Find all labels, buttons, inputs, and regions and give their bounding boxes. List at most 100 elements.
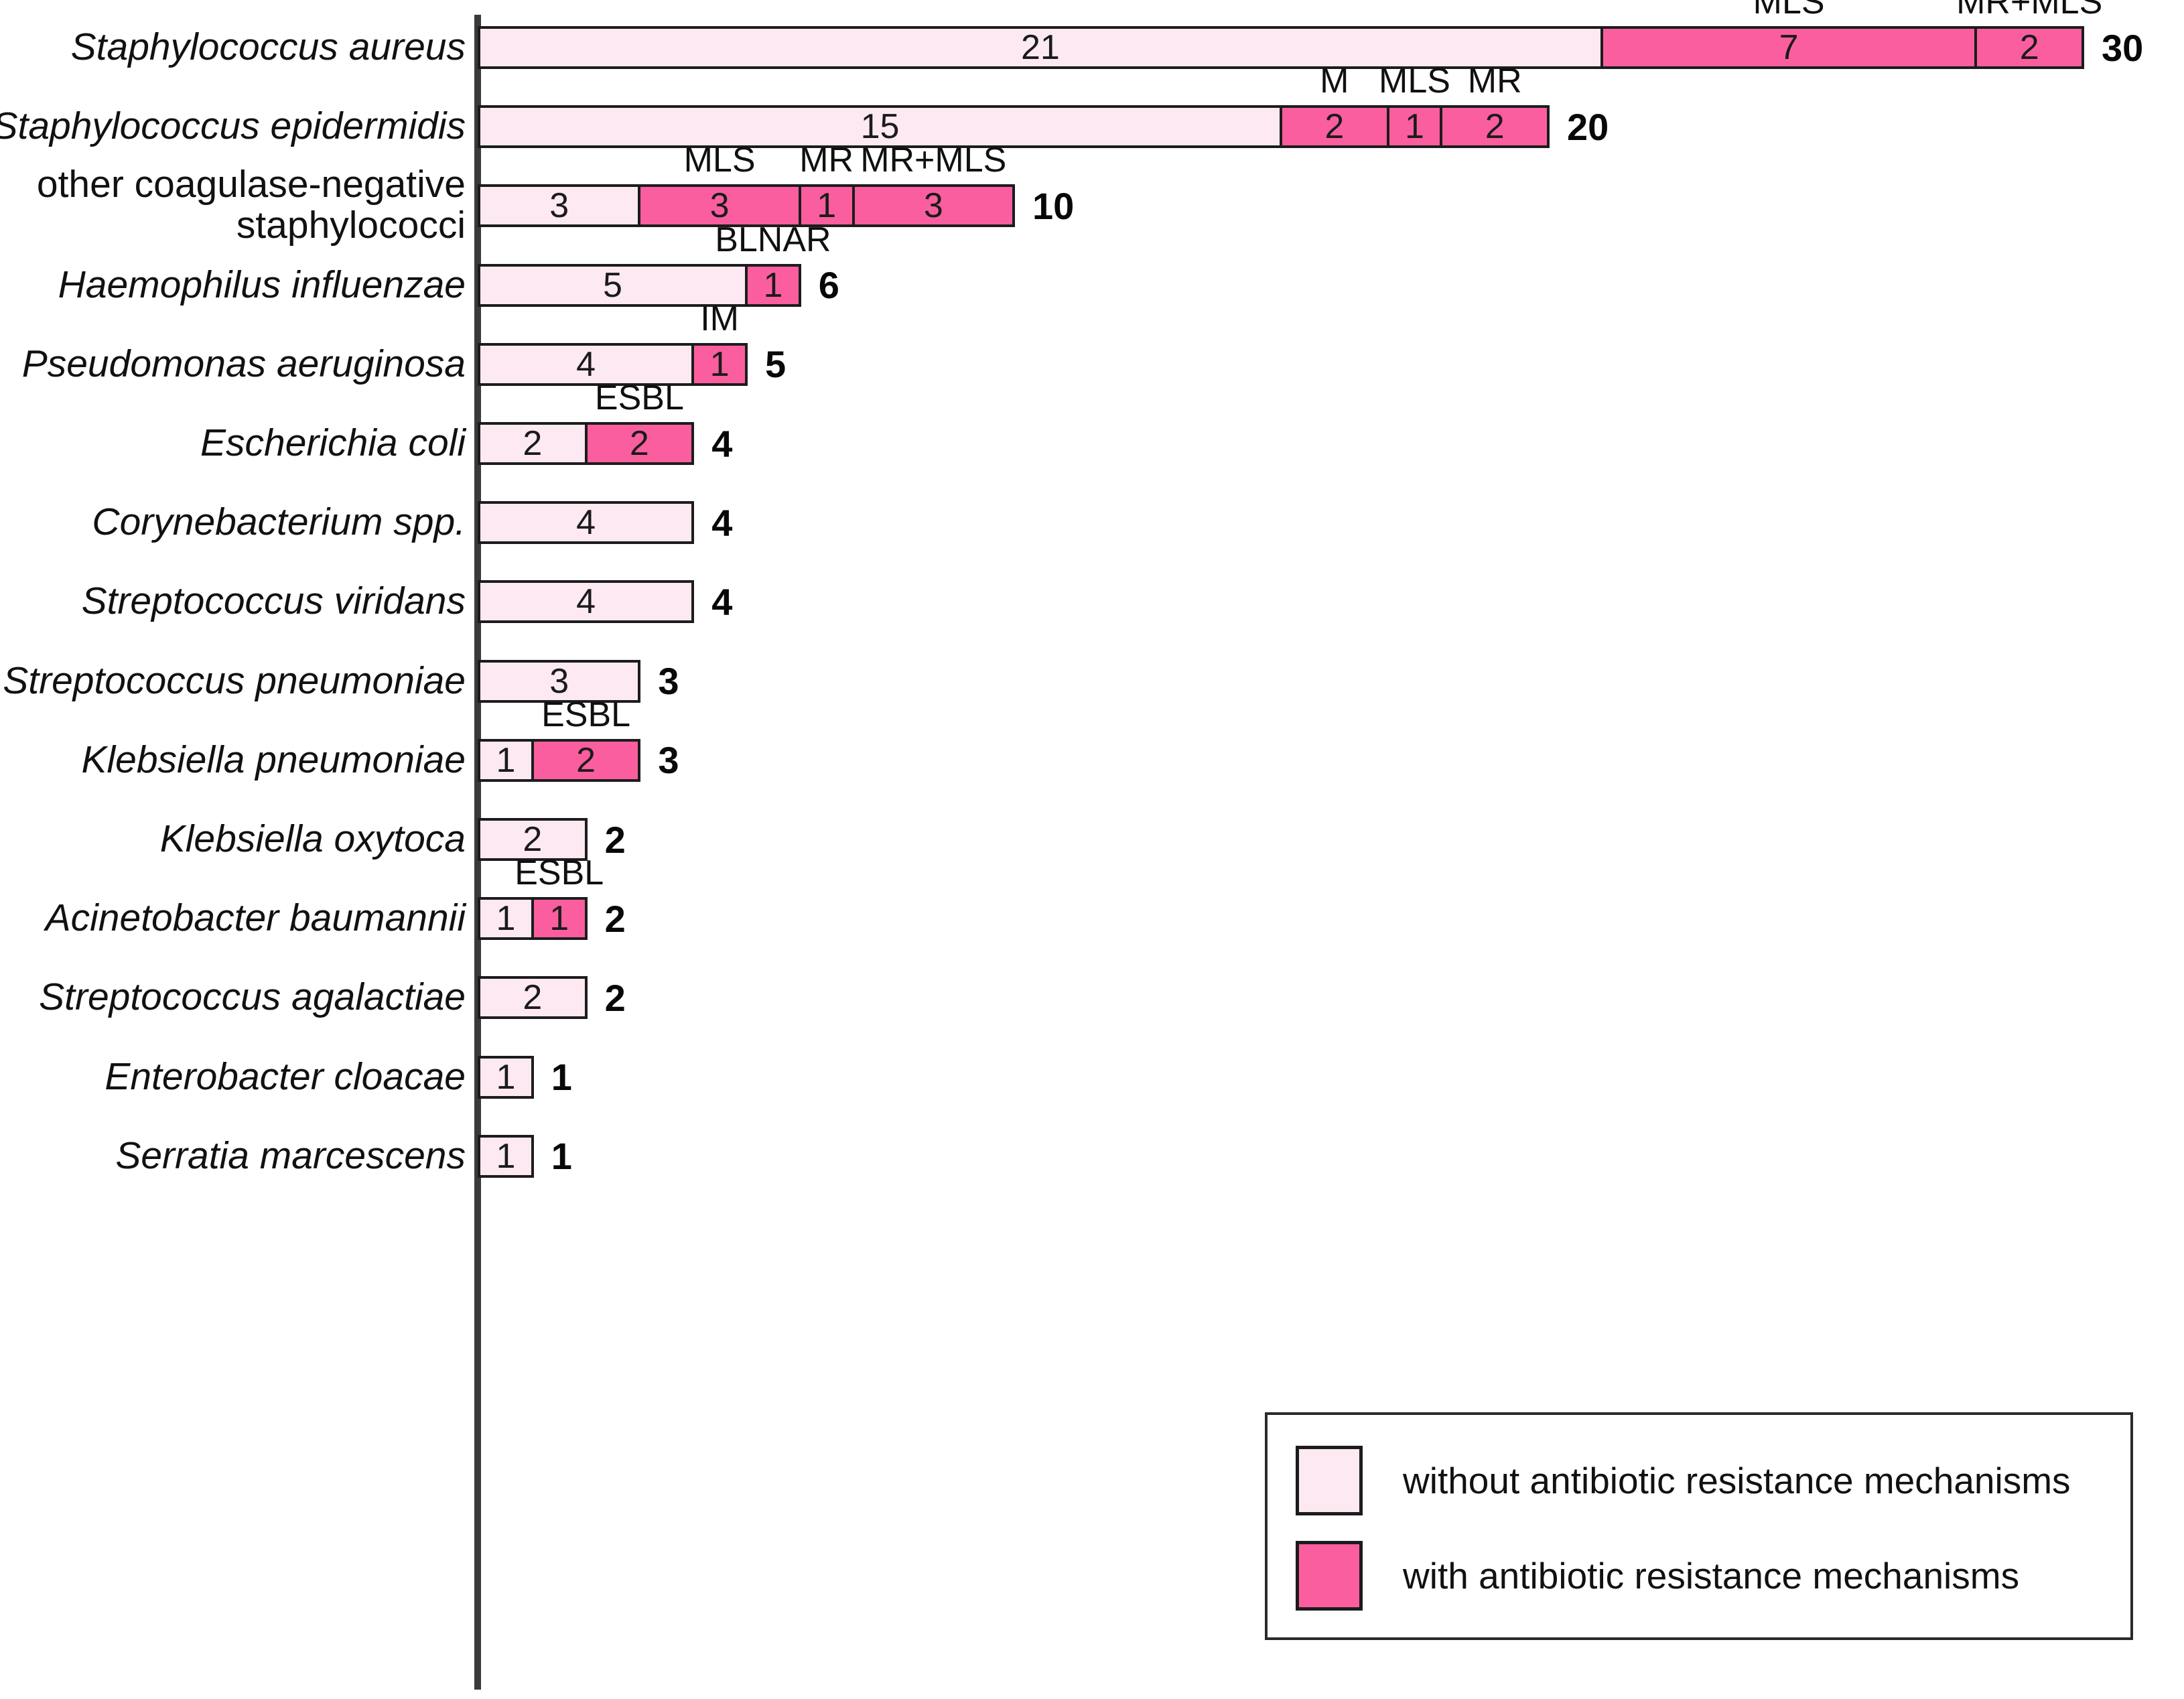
- row-category-label: Klebsiella pneumoniae: [81, 738, 466, 781]
- bar-segment-without-resistance: 1: [478, 1134, 534, 1178]
- segment-value: 3: [923, 186, 943, 226]
- bar-segment-with-resistance: 1 MR: [798, 141, 855, 228]
- row-category-label: Corynebacterium spp.: [92, 500, 466, 544]
- bar-segment-without-resistance: 15: [478, 105, 1282, 149]
- row-total-value: 5: [765, 343, 787, 386]
- stacked-bar: 2: [478, 818, 588, 861]
- segment-value: 1: [763, 265, 783, 305]
- bar-segment-without-resistance: 21: [478, 26, 1603, 69]
- bar-segment-with-resistance: 3 MR+MLS: [851, 141, 1015, 228]
- segment-resistance-label: MR+MLS: [1956, 0, 2103, 21]
- stacked-bar: 3: [478, 659, 641, 703]
- row-category-label: Streptococcus viridans: [81, 580, 466, 623]
- stacked-bar: 4: [478, 501, 695, 545]
- segment-resistance-label: MLS: [1753, 0, 1825, 21]
- segment-value: 2: [1324, 107, 1345, 147]
- legend-swatch-without-resistance: [1296, 1446, 1363, 1515]
- segment-resistance-label: ESBL: [515, 854, 604, 893]
- segment-value: 2: [1485, 107, 1505, 147]
- bar-segment-without-resistance: 1: [478, 897, 534, 941]
- segment-value: 1: [817, 186, 837, 226]
- segment-value: 2: [523, 820, 543, 859]
- segment-value: 3: [549, 661, 569, 701]
- legend-label-without-resistance: without antibiotic resistance mechanisms: [1403, 1460, 2071, 1501]
- bar-segment-without-resistance: 4: [478, 580, 695, 624]
- bar-segment-with-resistance: 7 MLS: [1600, 0, 1978, 69]
- bar-segment-with-resistance: 2 ESBL: [584, 379, 695, 465]
- row-total-value: 3: [658, 739, 679, 782]
- segment-value: 15: [860, 107, 900, 147]
- bar-segment-without-resistance: 1: [478, 738, 534, 782]
- row-total-value: 20: [1567, 105, 1609, 148]
- segment-resistance-label: M: [1320, 62, 1349, 101]
- segment-value: 2: [576, 740, 596, 780]
- row-total-value: 6: [818, 264, 839, 307]
- stacked-bar: 1: [478, 1055, 534, 1099]
- segment-value: 2: [2019, 28, 2039, 67]
- row-category-label: Acinetobacter baumannii: [45, 896, 466, 940]
- row-total-value: 1: [551, 1135, 572, 1178]
- bar-segment-with-resistance: 2 MR+MLS: [1956, 0, 2102, 69]
- bar-segment-without-resistance: 2: [478, 976, 588, 1020]
- segment-value: 4: [576, 503, 596, 543]
- row-category-label: Pseudomonas aeruginosa: [21, 342, 466, 385]
- row-total-value: 4: [711, 422, 733, 465]
- segment-value: 1: [496, 899, 516, 939]
- segment-value: 2: [523, 424, 543, 463]
- segment-value: 1: [1405, 107, 1424, 147]
- segment-value: 4: [576, 344, 596, 384]
- segment-value: 1: [496, 1057, 516, 1097]
- row-total-value: 2: [604, 976, 626, 1019]
- legend-item-without-resistance: without antibiotic resistance mechanisms: [1296, 1446, 2071, 1515]
- row-category-label: Streptococcus agalactiae: [39, 975, 466, 1019]
- segment-value: 3: [709, 186, 730, 226]
- row-category-label: Serratia marcescens: [115, 1134, 466, 1177]
- segment-value: 7: [1779, 28, 1799, 67]
- legend-swatch-with-resistance: [1296, 1541, 1363, 1611]
- bar-segment-without-resistance: 4: [478, 342, 695, 386]
- segment-resistance-label: ESBL: [594, 379, 684, 417]
- row-category-label: Haemophilus influenzae: [58, 263, 466, 306]
- segment-resistance-label: IM: [700, 299, 739, 338]
- bar-segment-without-resistance: 1: [478, 1055, 534, 1099]
- segment-value: 21: [1020, 28, 1060, 67]
- legend-item-with-resistance: with antibiotic resistance mechanisms: [1296, 1541, 2019, 1611]
- segment-value: 1: [496, 740, 516, 780]
- segment-value: 4: [576, 582, 596, 622]
- row-total-value: 2: [604, 897, 626, 940]
- bar-segment-without-resistance: 5: [478, 263, 748, 307]
- bar-segment-without-resistance: 3: [478, 184, 641, 228]
- bar-segment-with-resistance: 3 MLS: [638, 141, 801, 228]
- segment-resistance-label: MR: [799, 141, 854, 180]
- segment-value: 2: [629, 424, 649, 463]
- segment-value: 3: [549, 186, 569, 226]
- segment-resistance-label: MLS: [1379, 62, 1450, 101]
- legend-label-with-resistance: with antibiotic resistance mechanisms: [1403, 1555, 2020, 1596]
- segment-resistance-label: MLS: [683, 141, 756, 180]
- segment-resistance-label: MR+MLS: [860, 141, 1007, 180]
- bar-segment-without-resistance: 4: [478, 501, 695, 545]
- chart-row: Escherichia coli 2 2 ESBL 4: [0, 379, 2184, 483]
- segment-value: 1: [496, 1136, 516, 1176]
- segment-value: 1: [549, 899, 569, 939]
- bar-segment-without-resistance: 3: [478, 659, 641, 703]
- row-category-label: Escherichia coli: [200, 421, 466, 464]
- stacked-bar: 2: [478, 976, 588, 1020]
